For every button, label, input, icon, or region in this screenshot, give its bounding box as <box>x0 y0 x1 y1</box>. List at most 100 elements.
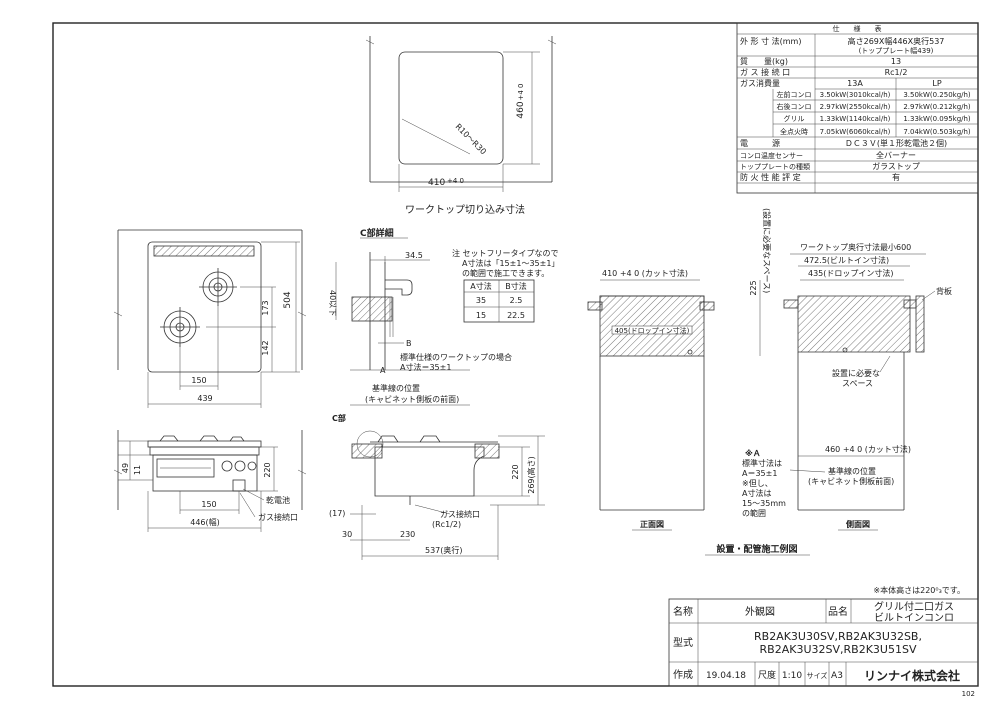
side-dim-230: 230 <box>400 530 415 539</box>
ab-r2-b: 22.5 <box>507 311 525 320</box>
install-built-in: 472.5(ビルトイン寸法) <box>804 255 889 265</box>
tb-name-value: 外観図 <box>745 605 775 618</box>
front-dim-150: 150 <box>201 500 216 509</box>
spec-value-fire: 有 <box>892 172 900 182</box>
knob-grill-icon <box>234 460 246 472</box>
title-block: 名称 外観図 品名 グリル付二口ガス ビルトインコンロ 型式 RB2AK3U30… <box>668 598 979 698</box>
install-back-plate: 背板 <box>936 286 952 296</box>
gas-row-3-name: 全点火時 <box>780 127 808 136</box>
burner-front-left <box>160 307 200 347</box>
spec-value-top-plate: ガラストップ <box>872 161 920 171</box>
side-worktop-left <box>351 443 383 459</box>
plan-top-plate <box>147 241 262 373</box>
ab-r1-b: 2.5 <box>510 296 523 305</box>
side-view: 基準線の位置 (キャビネット側板の前面) C部 220 269(高さ) (17)… <box>329 383 545 560</box>
front-view: 49 11 220 150 446(幅) 乾電池 ガス接続口 <box>113 430 307 532</box>
cutout-caption: ワークトップ切り込み寸法 <box>405 203 525 216</box>
spec-header: 仕 様 表 <box>833 24 882 33</box>
tb-size-label: サイズ <box>807 671 828 680</box>
tb-date-value: 19.04.18 <box>706 671 746 681</box>
detail-worktop <box>351 296 393 322</box>
front-dim-446: 446(幅) <box>190 517 220 527</box>
side-ref-line: 基準線の位置 <box>372 383 420 393</box>
gas-row-0-a13: 3.50kW(3010kcal/h) <box>820 91 891 99</box>
spec-value-dimensions-sub: (トッププレート幅439) <box>859 46 934 55</box>
plan-dim-173: 173 <box>261 300 270 315</box>
install-drop405: 405(ドロップイン寸法) <box>615 326 690 335</box>
cutout-radius: R10～R30 <box>454 122 488 156</box>
install-space-vertical: (設置に必要なスペース) <box>762 208 772 293</box>
tb-product-label: 品名 <box>828 605 848 618</box>
gas-row-0-lp: 3.50kW(0.250kg/h) <box>903 91 971 99</box>
detail-note-l3: の範囲で施工できます。 <box>462 268 549 278</box>
spec-value-dimensions: 高さ269X幅446X奥行537 <box>848 36 945 46</box>
side-c-label: C部 <box>332 413 346 423</box>
knob-right-icon <box>247 461 257 471</box>
detail-std-note2: A寸法＝35±1 <box>400 362 451 372</box>
tb-model-l1: RB2AK3U30SV,RB2AK3U32SB, <box>754 630 922 643</box>
ab-r1-a: 35 <box>476 296 486 305</box>
spec-label-power: 電 源 <box>740 139 780 148</box>
plan-dim-142: 142 <box>261 340 270 355</box>
spec-col-lp: LP <box>932 79 941 88</box>
side-body <box>374 446 485 497</box>
gas-rows: 左前コンロ 3.50kW(3010kcal/h) 3.50kW(0.250kg/h)… <box>777 90 971 136</box>
tb-name-label: 名称 <box>673 605 693 618</box>
cutout-outline <box>398 51 504 165</box>
tb-page-no: 102 <box>962 690 975 698</box>
install-note3: ※但し、 <box>742 478 773 488</box>
detail-std-note1: 標準仕様のワークトップの場合 <box>400 352 512 362</box>
burner-rear-right <box>199 268 237 306</box>
spec-value-sensor: 全バーナー <box>876 150 916 160</box>
spec-col-13a: 13A <box>847 79 863 88</box>
detail-note-title: 注 セットフリータイプなので <box>452 248 559 258</box>
detail-label-b: B <box>406 339 412 348</box>
height-note: ※本体高さは220⁰₃です。 <box>873 585 965 595</box>
tb-model-l2: RB2AK3U32SV,RB2K3U51SV <box>760 643 917 656</box>
install-side-caption: 側面図 <box>845 519 870 529</box>
install-dim-225: 225 <box>749 280 758 295</box>
gas-row-1-a13: 2.97kW(2550kcal/h) <box>820 103 891 111</box>
gas-row-0-name: 左前コンロ <box>777 90 812 99</box>
install-back-wall <box>915 295 925 353</box>
tb-product-l2: ビルトインコンロ <box>874 612 954 624</box>
ab-head-b: B寸法 <box>505 281 527 291</box>
gas-row-2-name: グリル <box>784 114 805 123</box>
front-dim-11: 11 <box>133 465 142 475</box>
install-ref-sub: (キャビネット側板前面) <box>808 476 894 486</box>
side-gas-size: (Rc1/2) <box>432 520 461 529</box>
gas-row-2-a13: 1.33kW(1140kcal/h) <box>820 115 891 123</box>
install-front-caption: 正面図 <box>640 520 664 529</box>
install-worktop-min: ワークトップ奥行寸法最小600 <box>800 242 911 252</box>
plan-view: 504 173 142 150 439 <box>113 229 307 408</box>
install-side-view: (設置に必要なスペース) 225 ワークトップ奥行寸法最小600 472.5(ビ… <box>705 208 952 556</box>
tb-company: リンナイ株式会社 <box>864 668 960 683</box>
detail-title: C部詳細 <box>360 227 394 239</box>
spec-label-dimensions: 外 形 寸 法(mm) <box>740 36 801 46</box>
side-dim-269: 269(高さ) <box>526 456 536 494</box>
ab-r2-a: 15 <box>476 311 486 320</box>
side-dim-17: (17) <box>329 509 345 518</box>
c-detail: C部詳細 34.5 40以下 B A 標準仕様のワークトップの場合 A寸法＝35… <box>328 227 559 375</box>
install-cut460: 460 +4 0 (カット寸法) <box>825 444 911 454</box>
front-battery-label: 乾電池 <box>266 495 290 505</box>
spec-value-mass: 13 <box>891 57 901 66</box>
install-ref-line: 基準線の位置 <box>828 466 876 476</box>
tb-scale-value: 1:10 <box>782 671 802 681</box>
spec-label-fire: 防 火 性 能 評 定 <box>740 172 801 182</box>
tb-size-value: A3 <box>831 671 843 681</box>
front-top-plate <box>147 440 262 448</box>
cutout-drawing: 460 +4 0 410 +4 0 R10～R30 ワークトップ切り込み寸法 <box>365 36 557 216</box>
tb-scale-label: 尺度 <box>758 669 776 681</box>
front-body <box>152 454 258 492</box>
install-need-space1: 設置に必要な <box>832 368 880 378</box>
gas-row-2-lp: 1.33kW(0.095kg/h) <box>903 115 971 123</box>
install-note5: 15～35mm <box>742 499 786 508</box>
tb-date-label: 作成 <box>673 669 693 681</box>
side-gas-port: ガス接続口 <box>440 509 480 519</box>
front-dim-49: 49 <box>121 463 130 473</box>
tb-model-label: 型式 <box>673 636 693 649</box>
spec-value-power: ＤＣ３Ｖ(単１形乾電池２個) <box>845 138 947 148</box>
spec-table: 仕 様 表 外 形 寸 法(mm) 高さ269X幅446X奥行537 (トッププ… <box>736 22 979 194</box>
